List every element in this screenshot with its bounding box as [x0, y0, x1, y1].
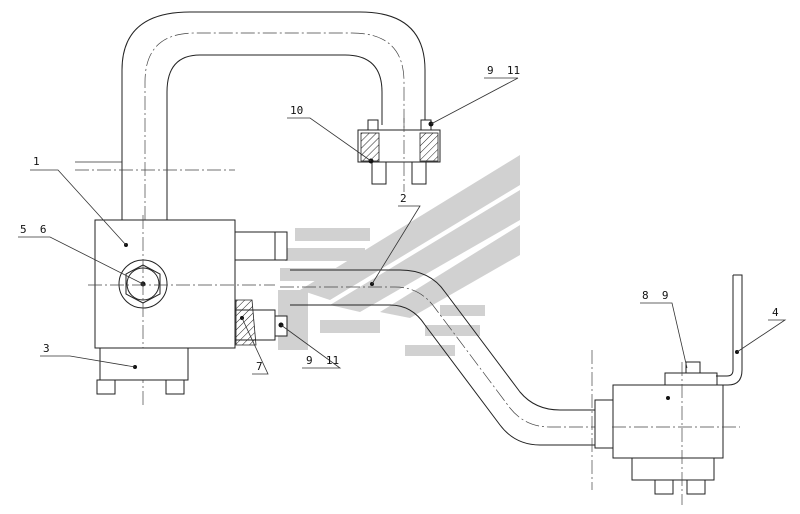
callout-1: 1 [33, 155, 40, 168]
callout-labels: 1 2 3 4 7 10 5 6 8 9 9 11 9 11 [20, 64, 779, 373]
middle-pipe [280, 269, 612, 446]
bracket [716, 274, 743, 386]
leader-lines [18, 77, 787, 375]
side-connector [234, 231, 288, 346]
callout-2: 2 [400, 192, 407, 205]
upper-flange [357, 118, 441, 192]
bottom-plate [96, 347, 189, 395]
callout-10: 10 [290, 104, 303, 117]
callout-7: 7 [256, 360, 263, 373]
callout-5-6: 5 6 [20, 223, 47, 236]
watermark-logo [278, 155, 520, 356]
callout-3: 3 [43, 342, 50, 355]
u-pipe [121, 11, 426, 220]
callout-4: 4 [772, 306, 779, 319]
right-block [591, 350, 740, 505]
main-block [88, 215, 275, 405]
callout-9-11-bottom: 9 11 [306, 354, 339, 367]
callout-9-11-top: 9 11 [487, 64, 520, 77]
callout-8-9: 8 9 [642, 289, 669, 302]
